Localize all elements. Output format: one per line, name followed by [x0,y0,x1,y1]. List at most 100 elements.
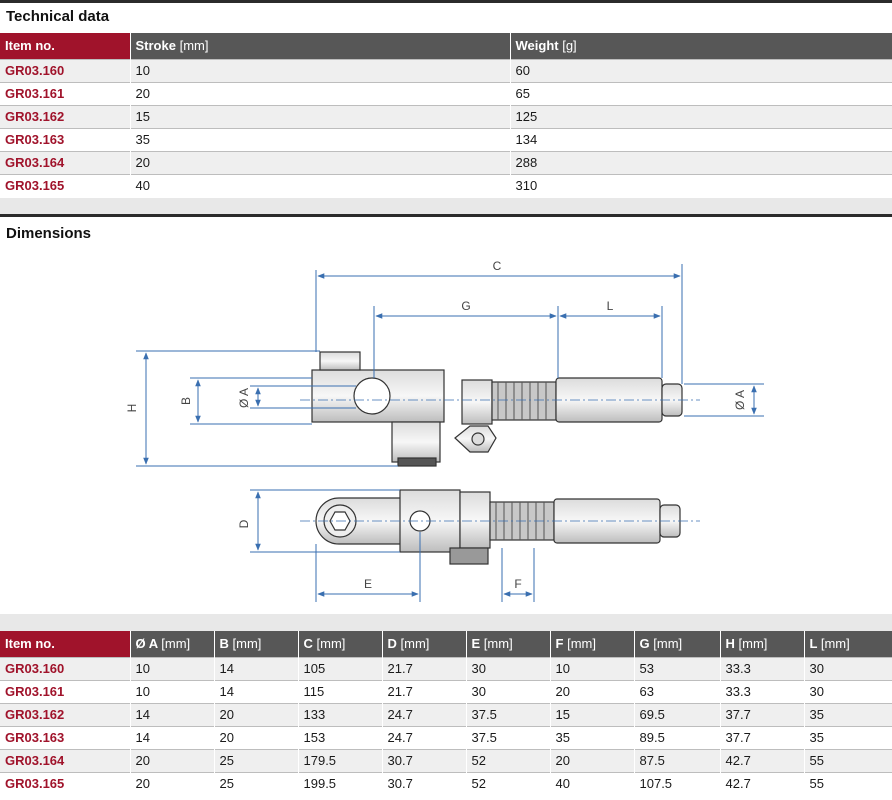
table-cell: 199.5 [297,771,382,795]
table-cell: 35 [803,725,892,749]
section-spacer [0,198,892,214]
table-cell: 20 [549,748,634,772]
table-header-row: Item no. Stroke [mm] Weight [g] [0,33,892,59]
item-number: GR03.163 [0,127,130,151]
column-header: F [mm] [549,631,634,657]
table-cell: 179.5 [297,748,382,772]
table-cell: 55 [803,771,892,795]
table-cell: 65 [509,81,892,105]
table-cell: 153 [297,725,382,749]
item-number: GR03.165 [0,173,130,197]
table-cell: 89.5 [633,725,720,749]
table-cell: 69.5 [633,702,720,726]
section-spacer-bottom [0,614,892,631]
table-cell: 24.7 [381,702,466,726]
table-cell: 125 [509,104,892,128]
table-cell: 42.7 [719,748,804,772]
dim-label-c: C [493,259,502,273]
table-cell: 37.5 [465,725,550,749]
hex-nut-side-center [471,432,485,446]
table-cell: 87.5 [633,748,720,772]
clamp-foot [391,421,441,463]
table-cell: 63 [633,679,720,703]
item-number: GR03.160 [0,656,130,680]
plunger-housing [461,379,493,425]
column-header-stroke: Stroke [mm] [129,33,510,59]
technical-data-title: Technical data [6,8,110,25]
table-cell: 33.3 [719,679,804,703]
dim-label-l: L [607,299,614,313]
dim-label-d: D [237,519,251,528]
plunger-housing-top [459,491,491,549]
item-number: GR03.160 [0,58,130,82]
table-cell: 25 [213,748,298,772]
dim-label-g: G [461,299,470,313]
item-number: GR03.164 [0,748,130,772]
item-number: GR03.162 [0,104,130,128]
table-cell: 10 [129,679,214,703]
hex-nut-top [319,351,361,371]
table-cell: 10 [129,58,510,82]
table-cell: 40 [549,771,634,795]
item-number: GR03.162 [0,702,130,726]
dim-label-f: F [514,577,521,591]
table-cell: 20 [129,81,510,105]
dimensions-table: Item no.Ø A [mm]B [mm]C [mm]D [mm]E [mm]… [0,631,892,795]
column-header: C [mm] [297,631,382,657]
table-cell: 14 [129,725,214,749]
top-rule [0,0,892,3]
table-cell: 21.7 [381,656,466,680]
table-cell: 37.7 [719,702,804,726]
column-header: D [mm] [381,631,466,657]
table-cell: 133 [297,702,382,726]
dim-label-e: E [364,577,372,591]
table-cell: 30 [803,679,892,703]
table-cell: 35 [549,725,634,749]
spring-coils [497,382,547,420]
table-cell: 33.3 [719,656,804,680]
table-cell: 310 [509,173,892,197]
table-cell: 30 [803,656,892,680]
table-cell: 20 [549,679,634,703]
table-cell: 42.7 [719,771,804,795]
column-header-weight: Weight [g] [509,33,892,59]
table-cell: 21.7 [381,679,466,703]
table-header-row: Item no.Ø A [mm]B [mm]C [mm]D [mm]E [mm]… [0,631,892,657]
clamp-side-view [311,351,683,467]
table-cell: 30 [465,656,550,680]
dim-label-dia-a-right: Ø A [733,390,747,410]
table-cell: 30.7 [381,748,466,772]
table-cell: 10 [129,656,214,680]
table-cell: 37.5 [465,702,550,726]
table-cell: 52 [465,748,550,772]
item-number: GR03.161 [0,81,130,105]
table-cell: 10 [549,656,634,680]
table-cell: 30.7 [381,771,466,795]
table-cell: 20 [129,771,214,795]
column-header: G [mm] [633,631,720,657]
table-cell: 105 [297,656,382,680]
table-cell: 60 [509,58,892,82]
table-cell: 115 [297,679,382,703]
table-cell: 20 [129,748,214,772]
table-cell: 37.7 [719,725,804,749]
spring [491,381,557,421]
clamp-top-view [315,489,681,565]
table-cell: 20 [129,150,510,174]
table-cell: 55 [803,748,892,772]
column-header: Ø A [mm] [129,631,214,657]
dim-label-h: H [125,404,139,413]
column-header: H [mm] [719,631,804,657]
dimension-lines-top [136,264,764,467]
table-cell: 25 [213,771,298,795]
